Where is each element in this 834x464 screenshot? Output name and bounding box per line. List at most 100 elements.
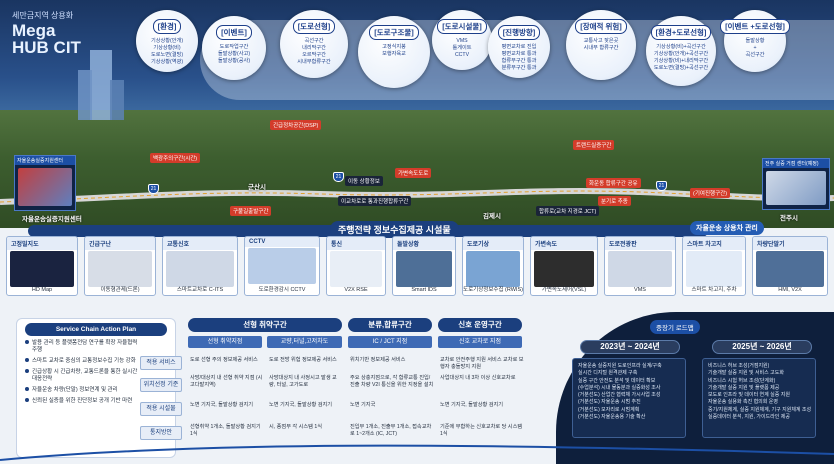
bubble-item: 평면교차로 진입	[501, 44, 537, 50]
place-label-right: 전주시	[780, 215, 798, 222]
road-number-shield: 21	[333, 172, 344, 182]
bubble-title: [장애적 위험]	[575, 19, 627, 34]
bubble-item: CCTV	[454, 52, 470, 58]
road-number-shield: 21	[148, 184, 159, 194]
plan-grid-cell: 기준에 부합하는 신호교차로 당 시스템 1식	[440, 424, 523, 437]
facilities-title: 주행전략 정보수집제공 시설물	[330, 221, 459, 238]
vehicle-management-title: 자율운송 상용차 관리	[690, 221, 764, 235]
roadmap-item: (거분선도) 자율운송용 기술 확산	[578, 414, 646, 421]
bubble-item: 돌발상황	[745, 38, 765, 44]
facility-card-caption: VMS	[634, 287, 646, 293]
action-plan-item-text: 긴급상황 시 긴급차량, 교통드론을 통한 실시간 대응전략	[32, 369, 138, 382]
bullet-icon	[25, 340, 29, 344]
bubble-item: 보행자육교	[382, 51, 406, 57]
roadmap-item: 자율운송 실용화 촉진 협의회 운영	[708, 399, 778, 406]
map-tag: 트랜드실증구간	[573, 140, 615, 150]
facility-card: 고정밀지도 HD Map	[6, 236, 78, 296]
plan-grid-cell: 노변 기지국, 돌발상황 검지기	[190, 402, 254, 408]
facility-card-image	[330, 251, 382, 287]
row-label-facility: 적용 시설물	[140, 402, 182, 416]
action-plan-item-text: 자율운송 차량(단말) 정보연계 및 관리	[32, 387, 118, 393]
map-tag: 합류로(교차 지경로 JCT)	[536, 206, 600, 216]
plan-grid-cell: 도로 선형 주의 정보제공 서비스	[190, 357, 258, 363]
bullet-icon	[25, 387, 29, 391]
right-panel-header: 전주 실증 거점 센터(예정)	[763, 159, 829, 168]
facility-card-header: 도로기상	[463, 237, 523, 250]
bubble-title: [진행방향]	[497, 25, 541, 40]
bubble-item: 곡선구간	[745, 52, 765, 58]
map-tag: 이동 상황정보	[345, 176, 383, 186]
facility-card-header: 긴급구난	[85, 237, 155, 250]
map-tag: 가변속도도로	[395, 168, 432, 178]
bubble-item: 기상상황(안개)	[150, 38, 184, 44]
plan-grid-cell: 노변 기지국	[350, 402, 376, 408]
facility-card-caption: 도로환경감시 CCTV	[258, 287, 306, 293]
sub-signal-intersection: 신호 교차로 지점	[438, 336, 522, 348]
bullet-icon	[25, 369, 29, 373]
facility-card-header: 도로전광판	[605, 237, 675, 250]
bubble-item: 도로노면(결빙)+곡선구간	[653, 65, 709, 71]
roadmap-item: (거분선도) 자율운송 시범 추진	[578, 399, 641, 406]
roadmap-item: 자율운송 실증지원 도로인프라 실계/구축	[578, 363, 662, 369]
facility-card-header: 고정밀지도	[7, 237, 77, 250]
bubble-title: [도로구조물]	[369, 25, 419, 40]
roadmap-item: 보도로 인프라 및 데이터 연계 실증 지원	[708, 392, 790, 399]
left-panel-screen	[18, 168, 72, 206]
action-plan-item-text: 신뢰된 실증을 위한 진단정보 공개 기반 마련	[32, 398, 133, 404]
map-tag: 백광주의구간(시간)	[150, 153, 201, 163]
logo-title: Mega HUB CIT	[12, 22, 81, 56]
facility-card-header: 가변속도	[531, 237, 597, 250]
facility-card-image	[608, 251, 672, 287]
row-label-notice: 통지방안	[140, 426, 182, 440]
bubble-item: 합류부구간 통과	[501, 58, 537, 64]
right-panel-trucks	[766, 171, 826, 205]
bubble-item: VMS	[456, 38, 468, 44]
plan-grid-cell: 사업대상지 내 3차 이상 신호교차로	[440, 375, 516, 381]
map-tag: 이교차로로 통과진행합류구간	[338, 196, 412, 206]
logo-title-line2: HUB CIT	[12, 38, 81, 57]
bubble-item: 교통사고 잦은곳	[583, 38, 619, 44]
bubble-item: 돌발상황(공사)	[217, 58, 251, 64]
roadmap-item: 비즈니스 시험 허브 조성(단계화)	[708, 377, 776, 384]
facility-card-image	[88, 251, 152, 287]
roadmap-col2-title: 2025년 ~ 2026년	[712, 340, 812, 354]
facility-card-caption: 스마트교차로 C-ITS	[176, 287, 224, 293]
facility-card-header: 교통신호	[163, 237, 237, 250]
logo-subtitle: 세만금지역 상용화	[12, 11, 74, 20]
facility-card-image	[686, 251, 742, 287]
action-plan-title: Service Chain Action Plan	[25, 323, 167, 336]
roadmap-item: (거분선도) 모자리로 시범계획	[578, 406, 640, 413]
bubble-title: [도로선형]	[292, 19, 336, 34]
bubble-item: 돌발상황(사고)	[217, 51, 251, 57]
map-tag: (기여진행구간)	[690, 188, 731, 198]
place-label-gunsan: 군산시	[248, 184, 266, 191]
category-bubble: [환경]기상상황(안개)기상상황(비)도로노면(결빙)기상상황(역광)	[136, 10, 198, 72]
bubble-item: 평면교차로 통과	[501, 51, 537, 57]
sub-curve-point: 선형 취약지점	[188, 336, 262, 348]
bubble-item: 기상상황(비)+내리막구간	[653, 58, 709, 64]
bubble-item: 내리막구간	[302, 45, 326, 51]
plan-grid-cell: 진입부 1개소, 진출부 1개소, 접속교차로 1~2개소 (IC, JCT)	[350, 424, 432, 437]
roadmap-col1-title: 2023년 ~ 2024년	[580, 340, 680, 354]
plan-grid-cell: 위치기반 정보제공 서비스	[350, 357, 406, 363]
group-merge-section: 분류,합류구간	[348, 318, 432, 332]
bubble-item: 곡선구간	[304, 38, 324, 44]
place-label-left: 자율운송실증지원센터	[22, 216, 82, 223]
place-label-gimje: 김제시	[483, 213, 501, 220]
facility-card-caption: HD Map	[31, 287, 53, 293]
roadmap-item: 기술개발 실증 지원 및 플랫폼 제공	[708, 384, 780, 391]
bubble-item: 톨게이트	[452, 45, 472, 51]
